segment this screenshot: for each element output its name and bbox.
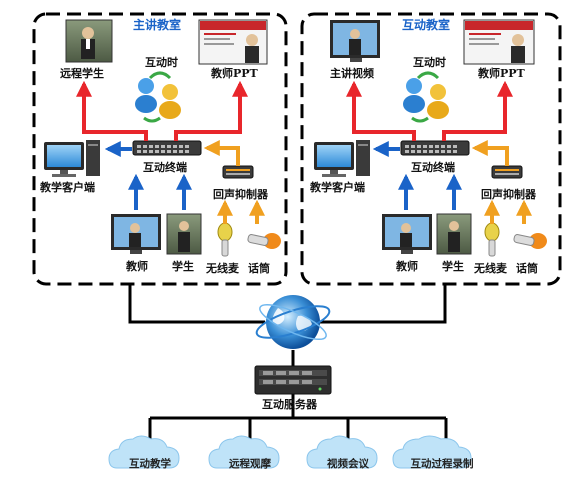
label-remote-students: 远程学生 [60, 67, 104, 80]
label-student: 学生 [172, 260, 194, 273]
globe-icon [255, 295, 331, 349]
handheld-mic-icon [247, 233, 281, 249]
interactive-classroom-box [300, 12, 562, 286]
server-icon [254, 365, 332, 395]
monitor-icon [330, 20, 380, 62]
exchange-people-icon [403, 71, 449, 123]
main-classroom-box [32, 12, 288, 286]
label-interaction-time: 互动时 [145, 56, 178, 69]
label-teacher-2: 教师 [396, 260, 418, 273]
service-remote-observation: 远程观摩 [229, 458, 271, 470]
person-photo-icon [436, 213, 472, 255]
main-room-contents [44, 19, 281, 257]
label-microphone-2: 话筒 [516, 262, 538, 275]
switch-icon [400, 140, 470, 156]
echo-box-icon [222, 165, 254, 179]
interactive-room-contents [314, 19, 547, 257]
service-video-conference: 视频会议 [327, 458, 369, 470]
label-echo-canceller-2: 回声抑制器 [481, 188, 536, 201]
label-teaching-client: 教学客户端 [40, 181, 95, 194]
label-echo-canceller: 回声抑制器 [213, 188, 268, 201]
label-lecture-video: 主讲视频 [330, 67, 374, 80]
label-wireless-mic: 无线麦 [206, 262, 239, 275]
handheld-mic-icon [513, 233, 547, 249]
network-links [128, 285, 448, 440]
label-teacher: 教师 [126, 260, 148, 273]
person-photo-icon [166, 213, 202, 255]
switch-icon [132, 140, 202, 156]
label-wireless-mic-2: 无线麦 [474, 262, 507, 275]
person-photo-icon [65, 19, 113, 63]
computer-icon [44, 140, 100, 177]
ppt-screen-icon [198, 19, 268, 65]
monitor-icon [382, 214, 432, 254]
label-teacher-ppt-2: 教师PPT [478, 67, 525, 80]
label-teaching-client-2: 教学客户端 [310, 181, 365, 194]
label-microphone: 话筒 [248, 262, 270, 275]
wireless-mic-icon [217, 222, 233, 257]
computer-icon [314, 140, 370, 177]
echo-box-icon [491, 165, 523, 179]
exchange-people-icon [135, 71, 181, 123]
monitor-icon [111, 214, 161, 254]
service-process-recording: 互动过程录制 [410, 458, 474, 470]
ppt-screen-icon [463, 19, 535, 65]
label-interactive-terminal: 互动终端 [143, 161, 187, 174]
label-server: 互动服务器 [262, 398, 317, 411]
interactive-classroom-title: 互动教室 [402, 18, 451, 32]
wireless-mic-icon [484, 222, 500, 257]
service-interactive-teaching: 互动教学 [129, 458, 171, 470]
label-student-2: 学生 [442, 260, 464, 273]
main-classroom-title: 主讲教室 [133, 18, 182, 32]
label-teacher-ppt: 教师PPT [211, 67, 258, 80]
label-interactive-terminal-2: 互动终端 [411, 161, 455, 174]
label-interaction-time-2: 互动时 [413, 56, 446, 69]
cloud-icon [108, 435, 472, 469]
